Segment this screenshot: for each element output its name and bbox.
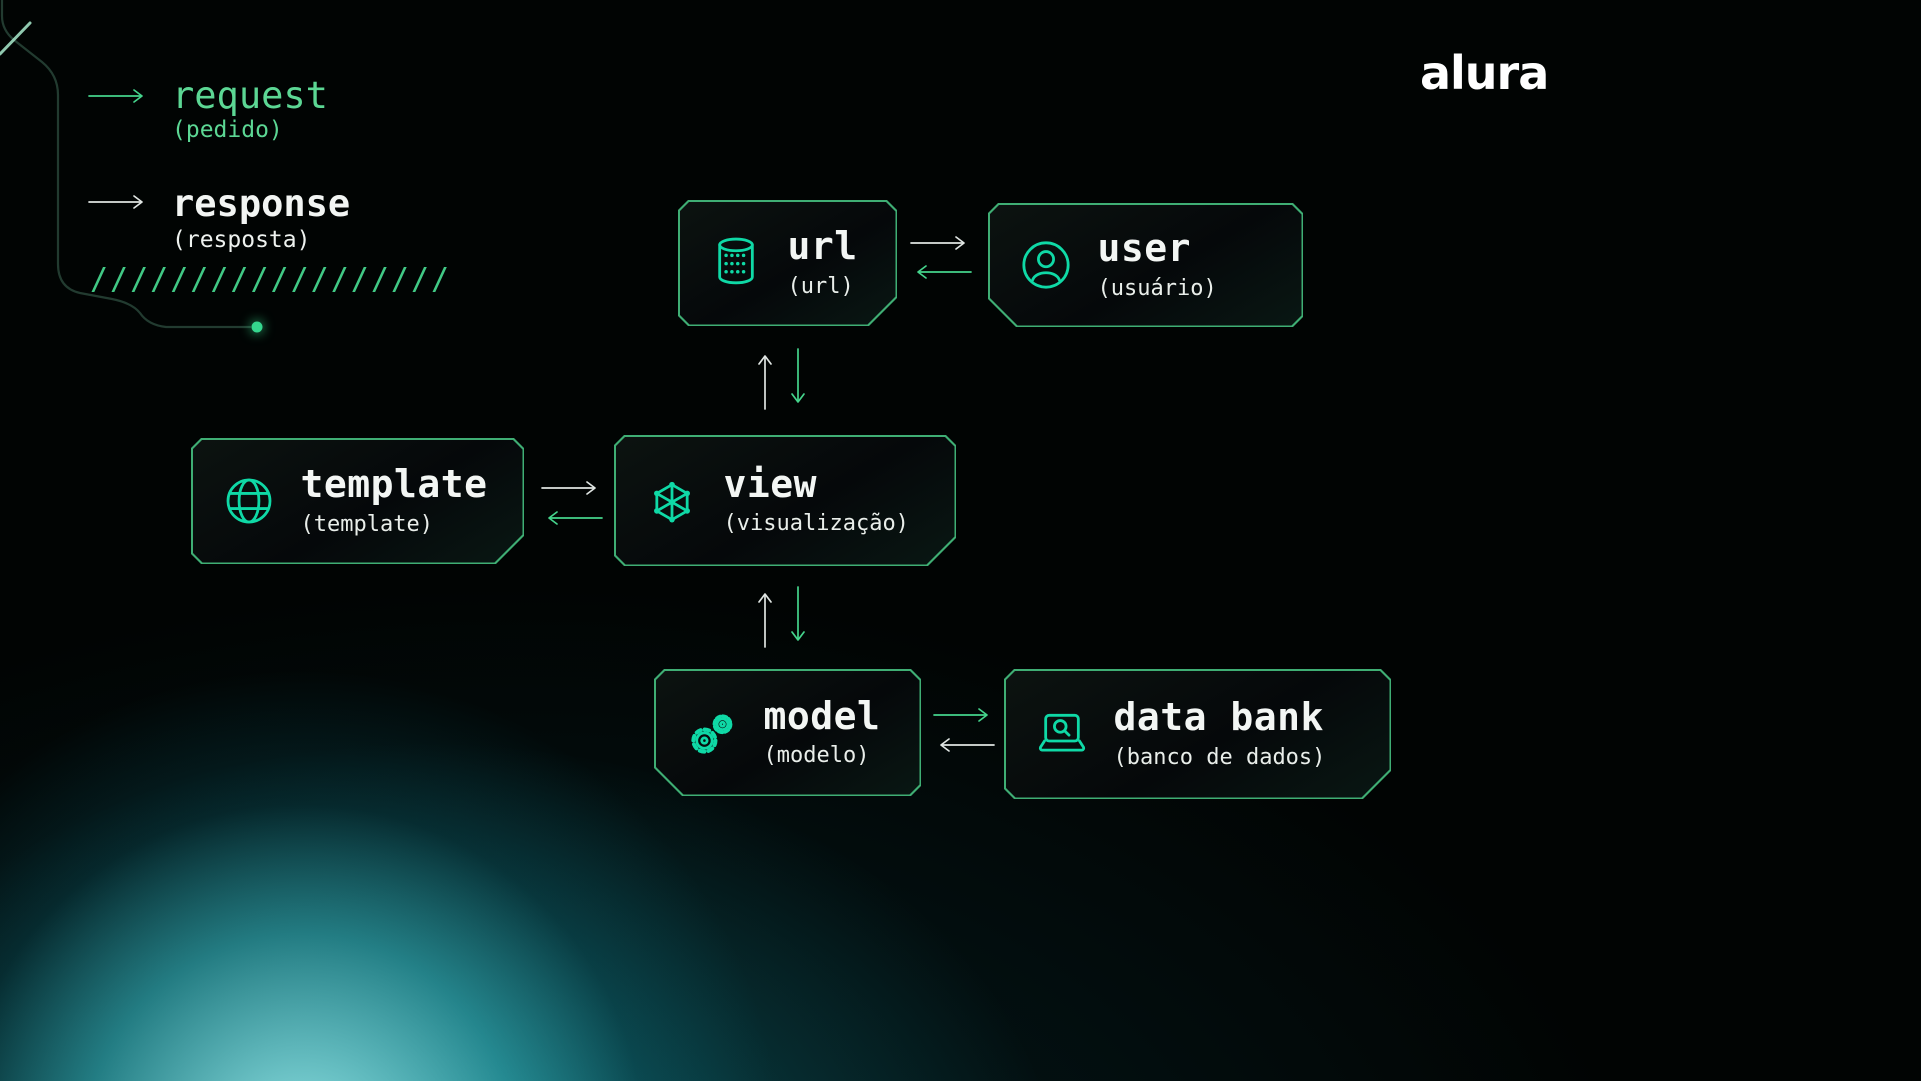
legend-response-label: response [172, 182, 351, 225]
node-view-label: view [723, 461, 818, 506]
hatch-pattern: ////////////////// [90, 262, 452, 297]
arrow-url-to-view-request [791, 348, 805, 403]
node-model: model (modelo) [654, 669, 921, 796]
arrow-model-to-databank-request [933, 708, 988, 722]
node-user: user (usuário) [988, 203, 1303, 327]
network-icon [644, 473, 700, 529]
legend-response-arrow [88, 195, 143, 209]
arrow-databank-to-model-response [940, 738, 995, 752]
node-user-label: user [1097, 226, 1192, 271]
legend-request-arrow [88, 89, 143, 103]
node-model-label: model [763, 693, 881, 738]
database-icon [708, 235, 764, 291]
globe-icon [221, 473, 277, 529]
arrow-model-to-view-response [758, 593, 772, 648]
arrow-url-to-user-response [910, 236, 965, 250]
legend-response-sublabel: (resposta) [172, 227, 311, 253]
arrow-view-to-model-request [791, 586, 805, 641]
user-icon [1018, 237, 1074, 293]
arrow-user-to-url-request [917, 265, 972, 279]
corner-trace-line [0, 0, 263, 333]
node-template-sublabel: (template) [300, 511, 433, 537]
node-view-sublabel: (visualização) [723, 511, 909, 537]
node-data-bank: data bank (banco de dados) [1004, 669, 1391, 799]
arrow-view-to-template-request [548, 511, 603, 525]
trace-endpoint-dot [251, 321, 263, 333]
node-url-sublabel: (url) [787, 273, 854, 299]
node-view: view (visualização) [614, 435, 956, 566]
alura-logo: alura [1420, 46, 1549, 100]
node-template-label: template [300, 462, 488, 507]
node-model-sublabel: (modelo) [763, 743, 870, 769]
laptop-search-icon [1034, 706, 1090, 762]
legend-request-label: request [172, 74, 328, 117]
node-template: template (template) [191, 438, 524, 564]
gears-icon [684, 705, 740, 761]
legend-request-sublabel: (pedido) [172, 117, 283, 143]
arrow-view-to-url-response [758, 355, 772, 410]
node-data-bank-sublabel: (banco de dados) [1113, 744, 1326, 770]
arrow-template-to-view-response [541, 481, 596, 495]
node-url-label: url [787, 224, 858, 269]
node-user-sublabel: (usuário) [1097, 275, 1217, 301]
node-url: url (url) [678, 200, 897, 326]
node-data-bank-label: data bank [1113, 695, 1324, 740]
